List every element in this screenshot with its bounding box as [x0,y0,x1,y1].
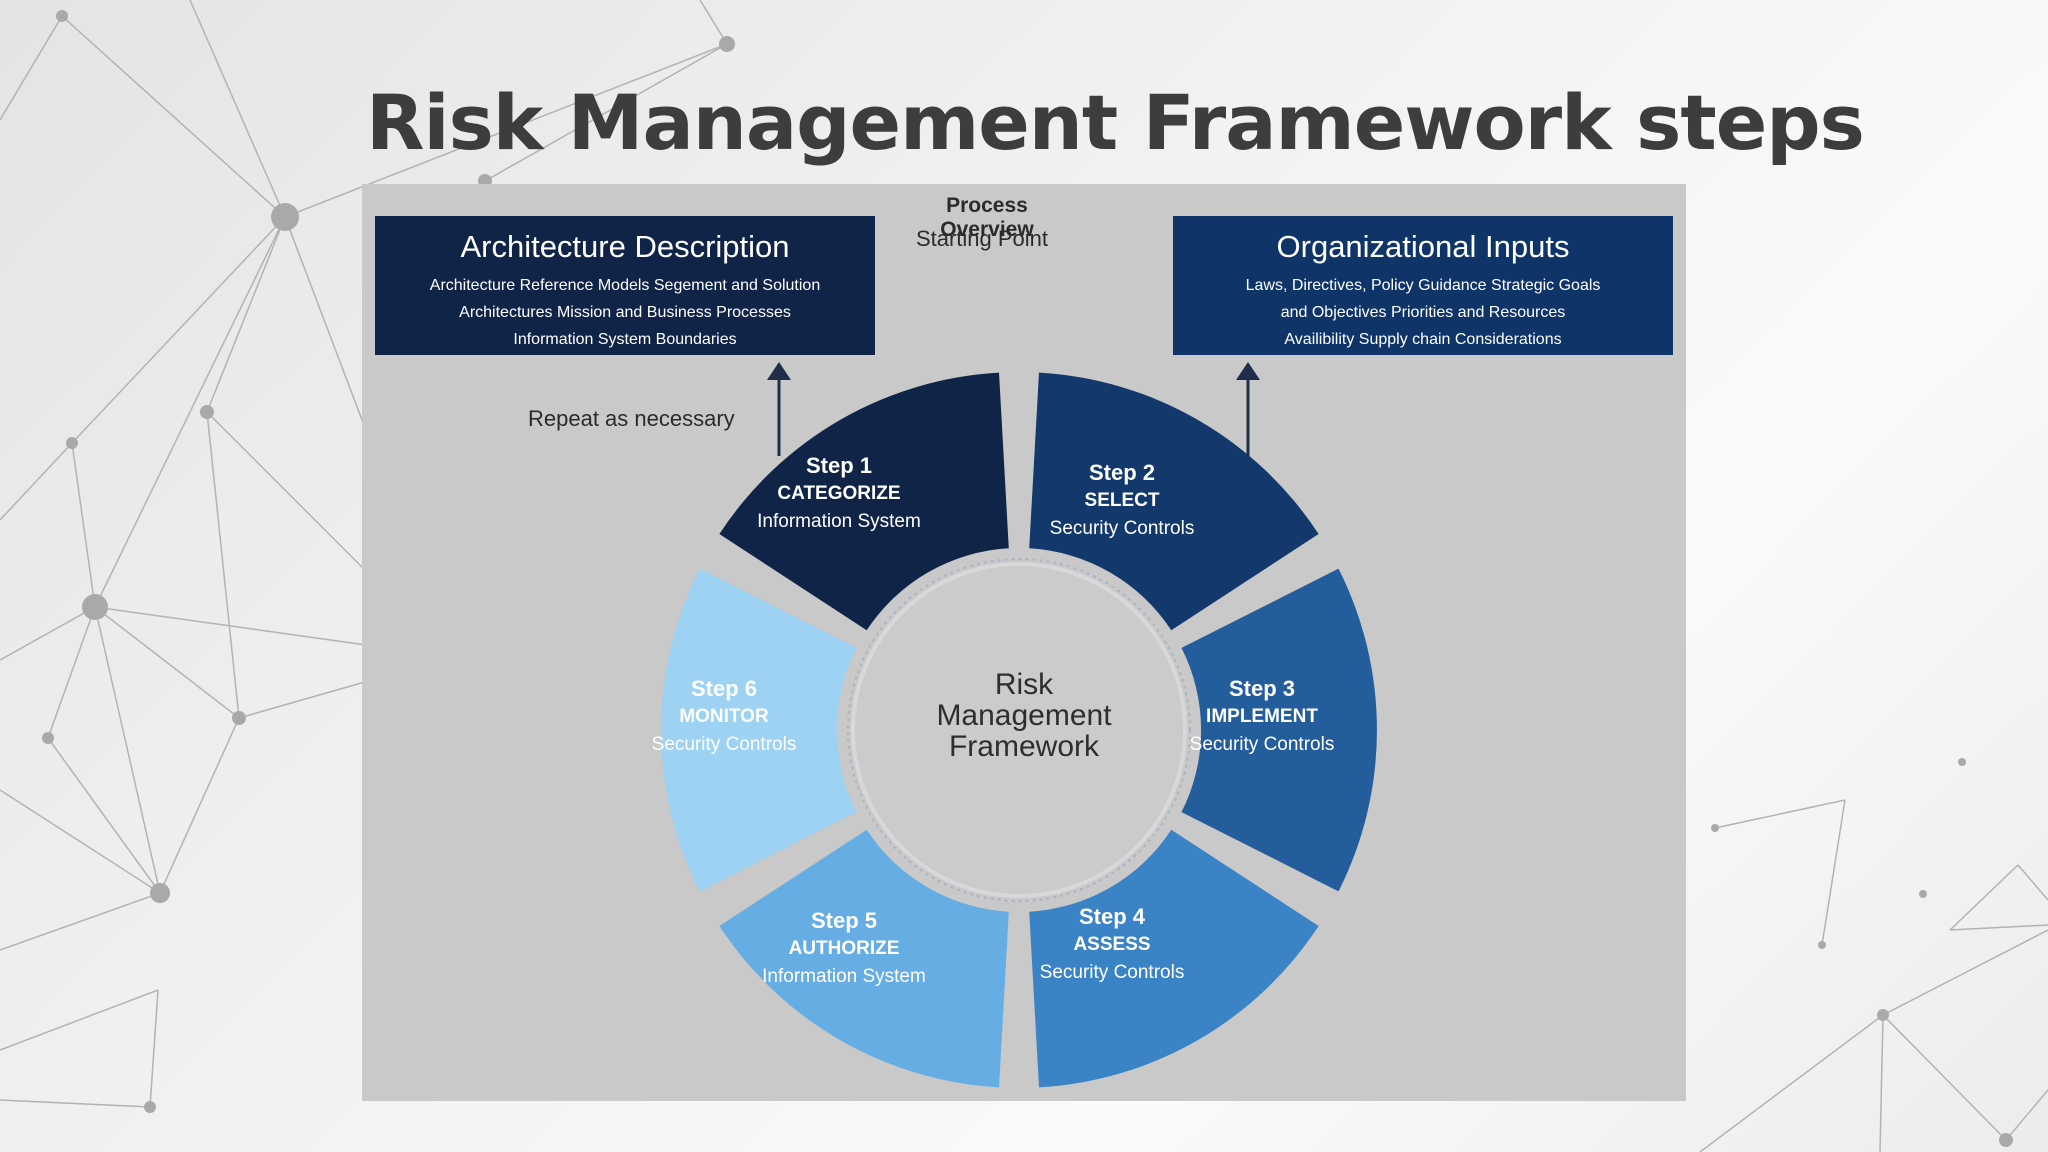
inner-circle-dashed-ring [847,558,1191,902]
center-label-line: Risk [994,668,1054,701]
process-overview-label: Process Overview [940,194,1034,241]
starting-point-label: Starting Point [915,226,1049,251]
slide-title: Risk Management Framework steps [366,78,1865,167]
architecture-description-line: Architectures Mission and Business Proce… [459,304,791,321]
architecture-description-line: Information System Boundaries [513,331,737,348]
step-description: Security Controls [1049,518,1195,539]
step-6-wedge [661,568,857,892]
inputs-arrow-head [1236,362,1260,380]
step-name: IMPLEMENT [1206,706,1318,727]
step-number: Step 2 [1088,460,1156,485]
step-name: CATEGORIZE [777,483,901,504]
step-description: Information System [757,511,921,532]
step-2-wedge [1029,372,1319,631]
step-number: Step 6 [690,676,758,701]
architecture-description-title: Architecture Description [460,229,790,264]
center-label-line: Framework [948,730,1099,763]
center-label: Risk Management Framework [914,669,1134,762]
step-name: SELECT [1084,490,1160,511]
step-number: Step 3 [1228,676,1296,701]
organizational-inputs-line: and Objectives Priorities and Resources [1280,304,1566,321]
step-1-label: Step 1 CATEGORIZE Information System [729,452,949,536]
step-description: Security Controls [1039,962,1185,983]
step-description: Security Controls [651,734,797,755]
step-4-wedge [1029,829,1319,1088]
step-1-wedge [719,372,1009,631]
step-3-label: Step 3 IMPLEMENT Security Controls [1152,675,1372,759]
organizational-inputs-line: Laws, Directives, Policy Guidance Strate… [1245,277,1601,294]
step-6-label: Step 6 MONITOR Security Controls [614,675,834,759]
architecture-description-line: Architecture Reference Models Segement a… [429,277,821,294]
step-description: Information System [762,966,926,987]
step-2-label: Step 2 SELECT Security Controls [1012,459,1232,543]
step-name: ASSESS [1073,934,1151,955]
step-3-wedge [1181,568,1377,892]
organizational-inputs-title: Organizational Inputs [1276,229,1570,264]
step-name: MONITOR [679,706,769,727]
step-5-wedge [719,829,1009,1088]
inner-circle [851,562,1187,898]
step-number: Step 5 [810,908,878,933]
repeat-arrow-head [767,362,791,380]
center-label-line: Management [936,699,1112,732]
step-number: Step 1 [805,453,873,478]
organizational-inputs-box: Organizational Inputs Laws, Directives, … [1173,216,1673,355]
organizational-inputs-line: Availibility Supply chain Considerations [1284,331,1562,348]
step-number: Step 4 [1078,904,1146,929]
repeat-as-necessary-label: Repeat as necessary [528,406,735,431]
architecture-description-box: Architecture Description Architecture Re… [375,216,875,355]
step-4-label: Step 4 ASSESS Security Controls [1002,903,1222,987]
rmf-diagram: Architecture Description Architecture Re… [362,184,1686,1101]
rmf-cycle-graphic [661,362,1377,1088]
step-5-label: Step 5 AUTHORIZE Information System [734,907,954,991]
step-name: AUTHORIZE [788,938,900,959]
step-description: Security Controls [1189,734,1335,755]
